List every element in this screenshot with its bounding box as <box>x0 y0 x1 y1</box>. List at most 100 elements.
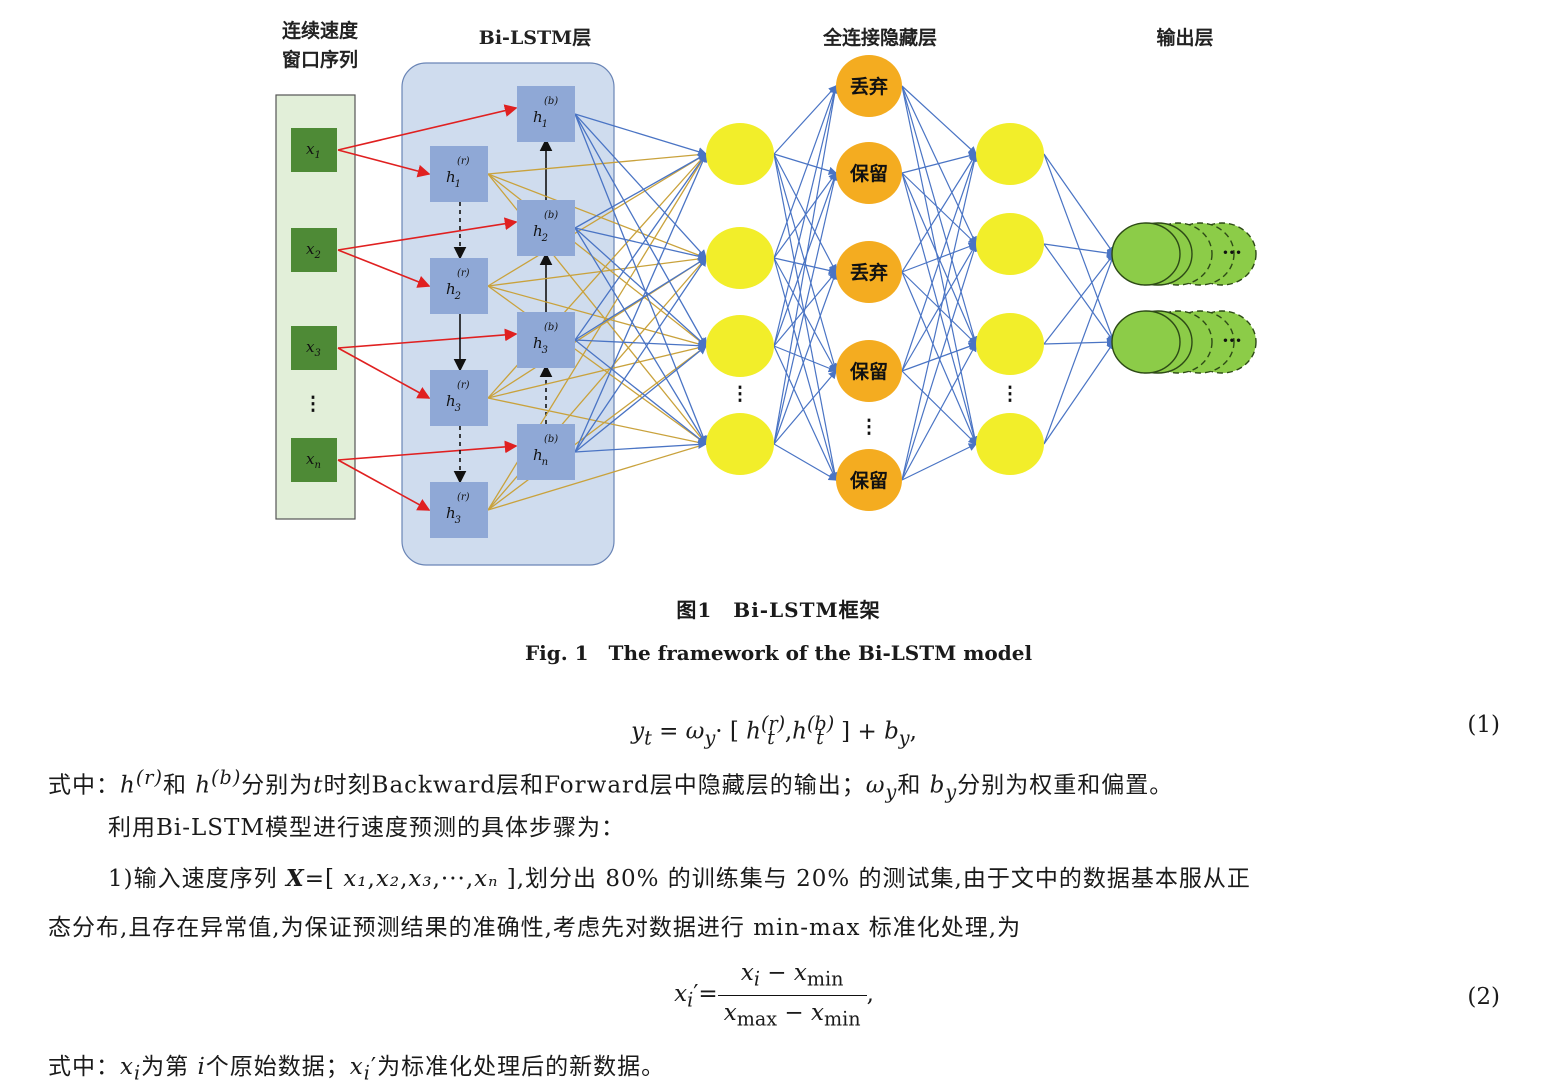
figure-caption-en: Fig. 1 The framework of the Bi-LSTM mode… <box>524 641 1033 665</box>
dense-connection <box>773 153 838 175</box>
blue-connection <box>574 113 707 259</box>
dropout-ellipsis: ⋮ <box>860 416 879 438</box>
input-node <box>291 128 337 172</box>
dense-connection <box>773 171 838 347</box>
bilstm-title: Bi-LSTM层 <box>479 27 591 49</box>
blue-connection <box>574 257 708 341</box>
red-arrow-backward <box>337 249 431 288</box>
red-arrow-forward <box>337 104 518 151</box>
figure-caption-cn: 图1 Bi-LSTM框架 <box>676 598 881 622</box>
dense-connection <box>901 152 979 481</box>
dense-connection <box>773 370 837 445</box>
dense-connection <box>901 370 977 445</box>
gold-connection <box>487 443 707 511</box>
blue-connection <box>574 153 708 229</box>
dense-connection <box>901 85 977 246</box>
dense-connection <box>773 257 839 482</box>
output-title: 输出层 <box>1156 26 1213 49</box>
dense-connection <box>901 151 978 174</box>
output-node <box>1111 310 1181 374</box>
blue-connection <box>574 113 708 446</box>
dense-connection <box>901 152 977 273</box>
dense-connection <box>901 242 978 273</box>
dense-node <box>976 413 1044 475</box>
red-arrow-backward <box>337 459 431 511</box>
input-title-line1: 连续速度 <box>282 19 359 42</box>
forward-cell-superscript: (b) <box>544 210 558 221</box>
blue-connection <box>574 345 708 453</box>
dense-node <box>976 213 1044 275</box>
gold-connection <box>487 153 707 287</box>
forward-cell <box>517 424 575 480</box>
forward-cell-label: h3 <box>533 334 548 356</box>
backward-cell <box>430 482 488 538</box>
forward-cell-label: hn <box>533 446 548 468</box>
output-connection <box>1043 153 1115 255</box>
dense-connection <box>901 85 977 155</box>
backward-cell <box>430 258 488 314</box>
backward-cell-label: h2 <box>446 280 461 302</box>
dense-connection <box>773 85 837 155</box>
dense-connection <box>773 345 837 482</box>
blue-connection <box>574 439 708 453</box>
dense-node <box>706 315 774 377</box>
forward-cell <box>517 200 575 256</box>
input-node <box>291 326 337 370</box>
backward-cell <box>430 370 488 426</box>
equation-1: yt = ωy· [ h(r)t,h(b)t ] + by, (1) <box>631 712 1500 750</box>
output-node <box>1111 222 1181 286</box>
output-connection <box>1043 153 1116 344</box>
red-arrow-forward <box>337 440 518 461</box>
blue-connection <box>574 152 708 453</box>
dense-connection <box>773 84 838 259</box>
backward-cell-superscript: (r) <box>457 380 470 391</box>
dense-node <box>706 123 774 185</box>
forward-cell-label: h2 <box>533 222 548 244</box>
backward-cell-label: h3 <box>446 504 461 526</box>
paragraph-steps-intro: 利用Bi-LSTM模型进行速度预测的具体步骤为： <box>108 815 625 841</box>
bilstm-framework-diagram: 连续速度 窗口序列 Bi-LSTM层 全连接隐藏层 输出层 x1x2x3xn⋮h… <box>275 19 1257 566</box>
dense-connection <box>773 153 839 482</box>
paragraph-where-2: 式中：xi为第 i个原始数据；xi′为标准化处理后的新数据。 <box>48 1054 666 1085</box>
backward-cell-label: h1 <box>446 168 461 190</box>
backward-cell-superscript: (r) <box>457 492 470 503</box>
gold-connection <box>487 397 707 445</box>
backward-cell-superscript: (r) <box>457 156 470 167</box>
dropout-node <box>836 241 902 303</box>
paragraph-step-1-cont: 态分布,且存在异常值,为保证预测结果的准确性,考虑先对数据进行 min-max … <box>48 915 1022 941</box>
dense-connection <box>901 172 977 245</box>
blue-connection <box>574 256 707 453</box>
input-node <box>291 228 337 272</box>
forward-cell-superscript: (b) <box>544 96 558 107</box>
dense-ellipsis: ⋮ <box>731 383 750 405</box>
input-ellipsis: ⋮ <box>304 393 323 415</box>
backward-cell-superscript: (r) <box>457 268 470 279</box>
dropout-node-label: 丢弃 <box>850 261 888 284</box>
dense-connection <box>901 342 978 372</box>
blue-connection <box>574 227 707 347</box>
dense-node <box>976 313 1044 375</box>
gold-connection <box>487 153 707 175</box>
dropout-node-label: 保留 <box>849 469 888 492</box>
blue-connection <box>574 339 708 445</box>
red-arrow-backward <box>337 347 431 399</box>
dense-connection <box>901 242 977 372</box>
dropout-node <box>836 142 902 204</box>
paragraph-where-1: 式中：h(r)和 h(b)分别为t时刻Backward层和Forward层中隐藏… <box>48 766 1174 804</box>
dropout-node-label: 保留 <box>849 360 888 383</box>
blue-connection <box>574 227 708 261</box>
equation-1-number: (1) <box>1467 712 1500 738</box>
red-arrow-forward <box>337 217 518 251</box>
dense-connection <box>901 152 978 372</box>
dense-title: 全连接隐藏层 <box>822 26 937 49</box>
equation-2-number: (2) <box>1467 984 1500 1010</box>
dense-connection <box>901 85 979 446</box>
dense-connection <box>901 85 979 346</box>
dropout-node-label: 保留 <box>849 162 888 185</box>
output-connection <box>1043 243 1115 343</box>
gold-connection <box>487 257 707 287</box>
input-title-line2: 窗口序列 <box>282 48 358 71</box>
forward-cell-label: h1 <box>533 108 548 130</box>
red-arrow-forward <box>337 328 518 349</box>
dense-connection <box>901 342 977 481</box>
